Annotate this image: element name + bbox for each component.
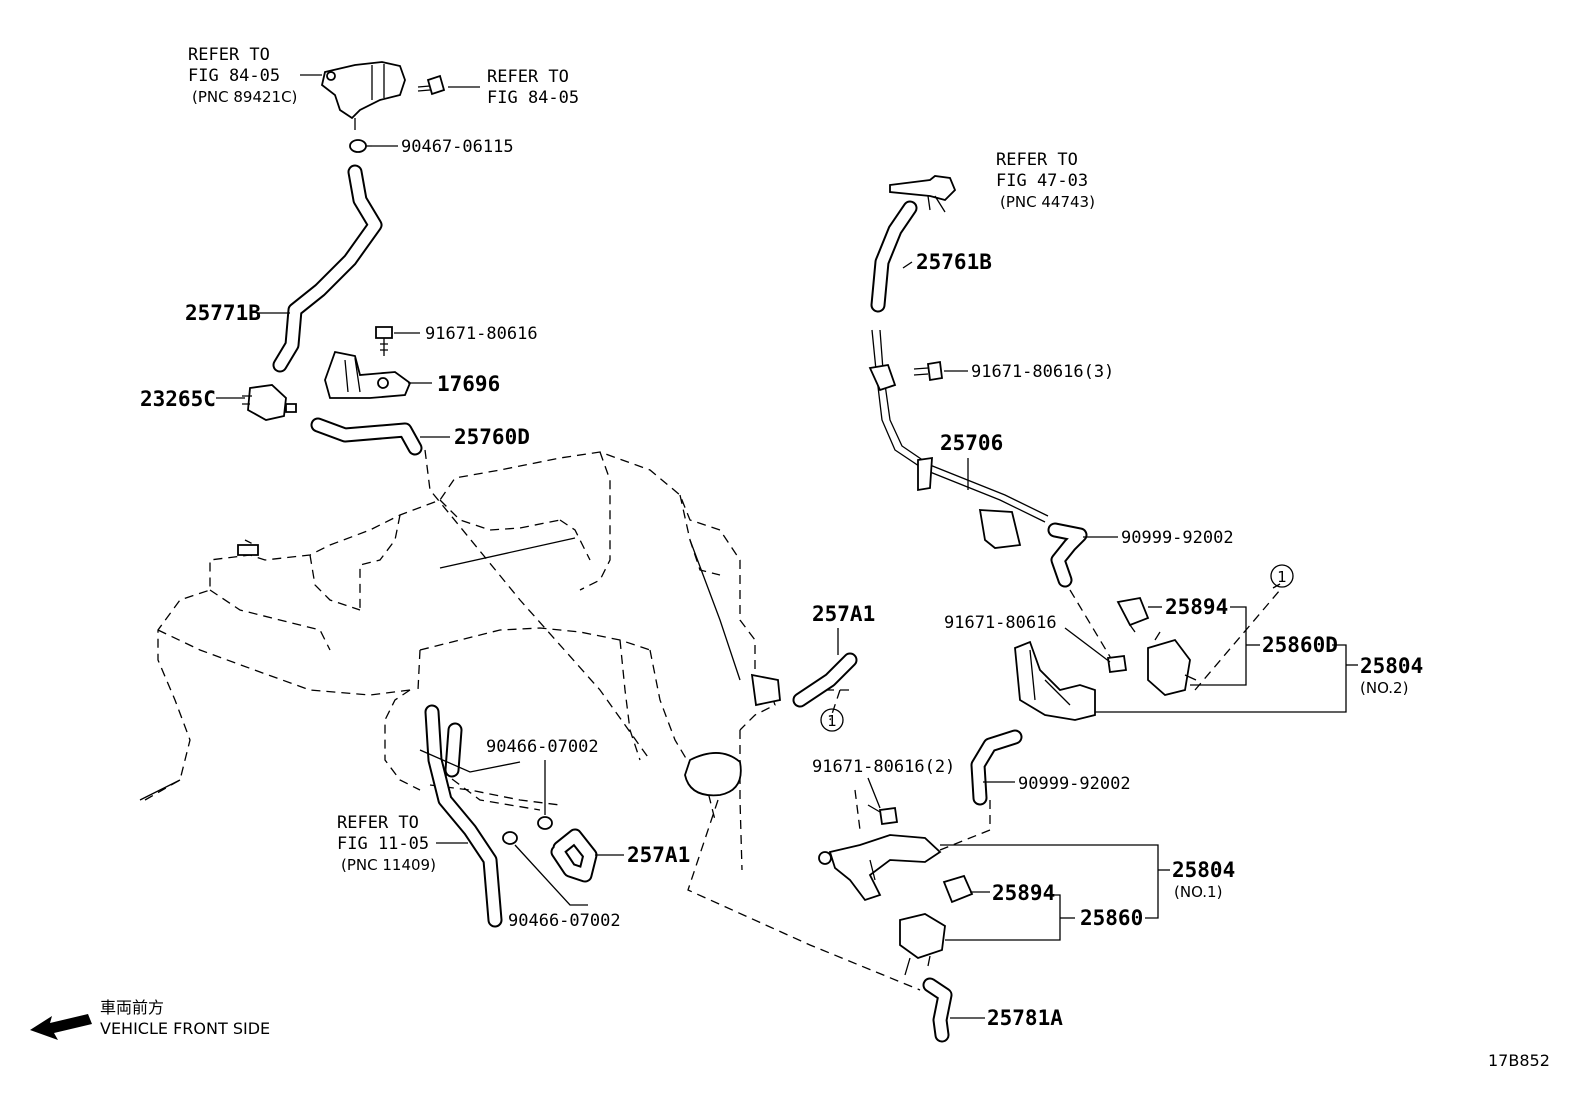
bracket-25804-no1 xyxy=(818,834,942,902)
sensor-44743 xyxy=(889,175,957,213)
engine-outline xyxy=(139,451,781,871)
leader-lines xyxy=(216,74,1358,1019)
part-number: 25781A xyxy=(987,1006,1063,1030)
vehicle-front-en-label: VEHICLE FRONT SIDE xyxy=(100,1019,270,1038)
part-number: 90999-92002 xyxy=(1121,528,1234,548)
bolt-icon xyxy=(375,326,393,356)
svg-text:1: 1 xyxy=(827,712,837,730)
part-number: 91671-80616 xyxy=(425,324,538,344)
bolt-icon xyxy=(867,804,899,826)
refer-label: FIG 11-05 xyxy=(337,834,429,854)
bolt-icon xyxy=(913,360,944,382)
part-number: 25760D xyxy=(454,425,530,449)
connector-25894-a xyxy=(1116,596,1150,633)
part-labels: REFER TO FIG 84-05 (PNC 89421C) REFER TO… xyxy=(140,45,1423,1030)
bracket-25804-no2 xyxy=(1014,640,1096,721)
part-sub-label: (NO.2) xyxy=(1360,679,1408,697)
vsv-25860 xyxy=(899,913,946,976)
part-number: 17696 xyxy=(437,372,500,396)
part-number: 25894 xyxy=(1165,595,1228,619)
part-number: 25804 xyxy=(1172,858,1235,882)
refer-label: FIG 84-05 xyxy=(188,66,280,86)
ref-marker-1-a: 1 xyxy=(1270,564,1294,588)
vehicle-front-jp-label: 車両前方 xyxy=(100,998,164,1017)
part-number: 91671-80616(2) xyxy=(812,757,955,777)
bolt-icon xyxy=(417,74,446,96)
part-sub-label: (NO.1) xyxy=(1174,883,1222,901)
refer-label: REFER TO xyxy=(337,813,419,833)
refer-label: FIG 84-05 xyxy=(487,88,579,108)
diagram-code: 17B852 xyxy=(1488,1051,1550,1070)
refer-label: REFER TO xyxy=(996,150,1078,170)
part-number: 25894 xyxy=(992,881,1055,905)
refer-label: REFER TO xyxy=(487,67,569,87)
pnc-label: (PNC 44743) xyxy=(1000,193,1095,211)
part-number: 91671-80616 xyxy=(944,613,1057,633)
part-number: 257A1 xyxy=(627,843,690,867)
dashed-connectors xyxy=(424,449,1281,991)
part-number: 25771B xyxy=(185,301,261,325)
bracket-17696 xyxy=(324,350,412,399)
part-number: 90466-07002 xyxy=(508,911,621,931)
part-number: 25761B xyxy=(916,250,992,274)
refer-label: REFER TO xyxy=(188,45,270,65)
part-number: 91671-80616(3) xyxy=(971,362,1114,382)
part-number: 25860 xyxy=(1080,906,1143,930)
part-number: 90466-07002 xyxy=(486,737,599,757)
front-arrow-icon xyxy=(30,1014,92,1040)
vsv-25860d xyxy=(1147,631,1197,696)
part-number: 25860D xyxy=(1262,633,1338,657)
filter-23265c xyxy=(242,384,297,421)
pnc-label: (PNC 89421C) xyxy=(192,88,297,106)
clamp-90466-b xyxy=(502,831,518,845)
refer-label: FIG 47-03 xyxy=(996,171,1088,191)
part-number: 90467-06115 xyxy=(401,137,514,157)
part-number: 257A1 xyxy=(812,602,875,626)
connector-25894-b xyxy=(942,874,974,904)
part-number: 23265C xyxy=(140,387,216,411)
svg-text:1: 1 xyxy=(1277,568,1287,586)
part-number: 25706 xyxy=(940,431,1003,455)
pipe-25706 xyxy=(868,329,1049,549)
clamp-90466-a xyxy=(537,816,553,830)
part-number: 90999-92002 xyxy=(1018,774,1131,794)
bolt-icon xyxy=(1106,654,1128,674)
ref-marker-1-b: 1 xyxy=(820,708,844,732)
pnc-label: (PNC 11409) xyxy=(341,856,436,874)
clamp-90467 xyxy=(349,139,372,153)
sensor-89421c xyxy=(320,61,406,130)
clip xyxy=(419,749,521,773)
part-number: 25804 xyxy=(1360,654,1423,678)
